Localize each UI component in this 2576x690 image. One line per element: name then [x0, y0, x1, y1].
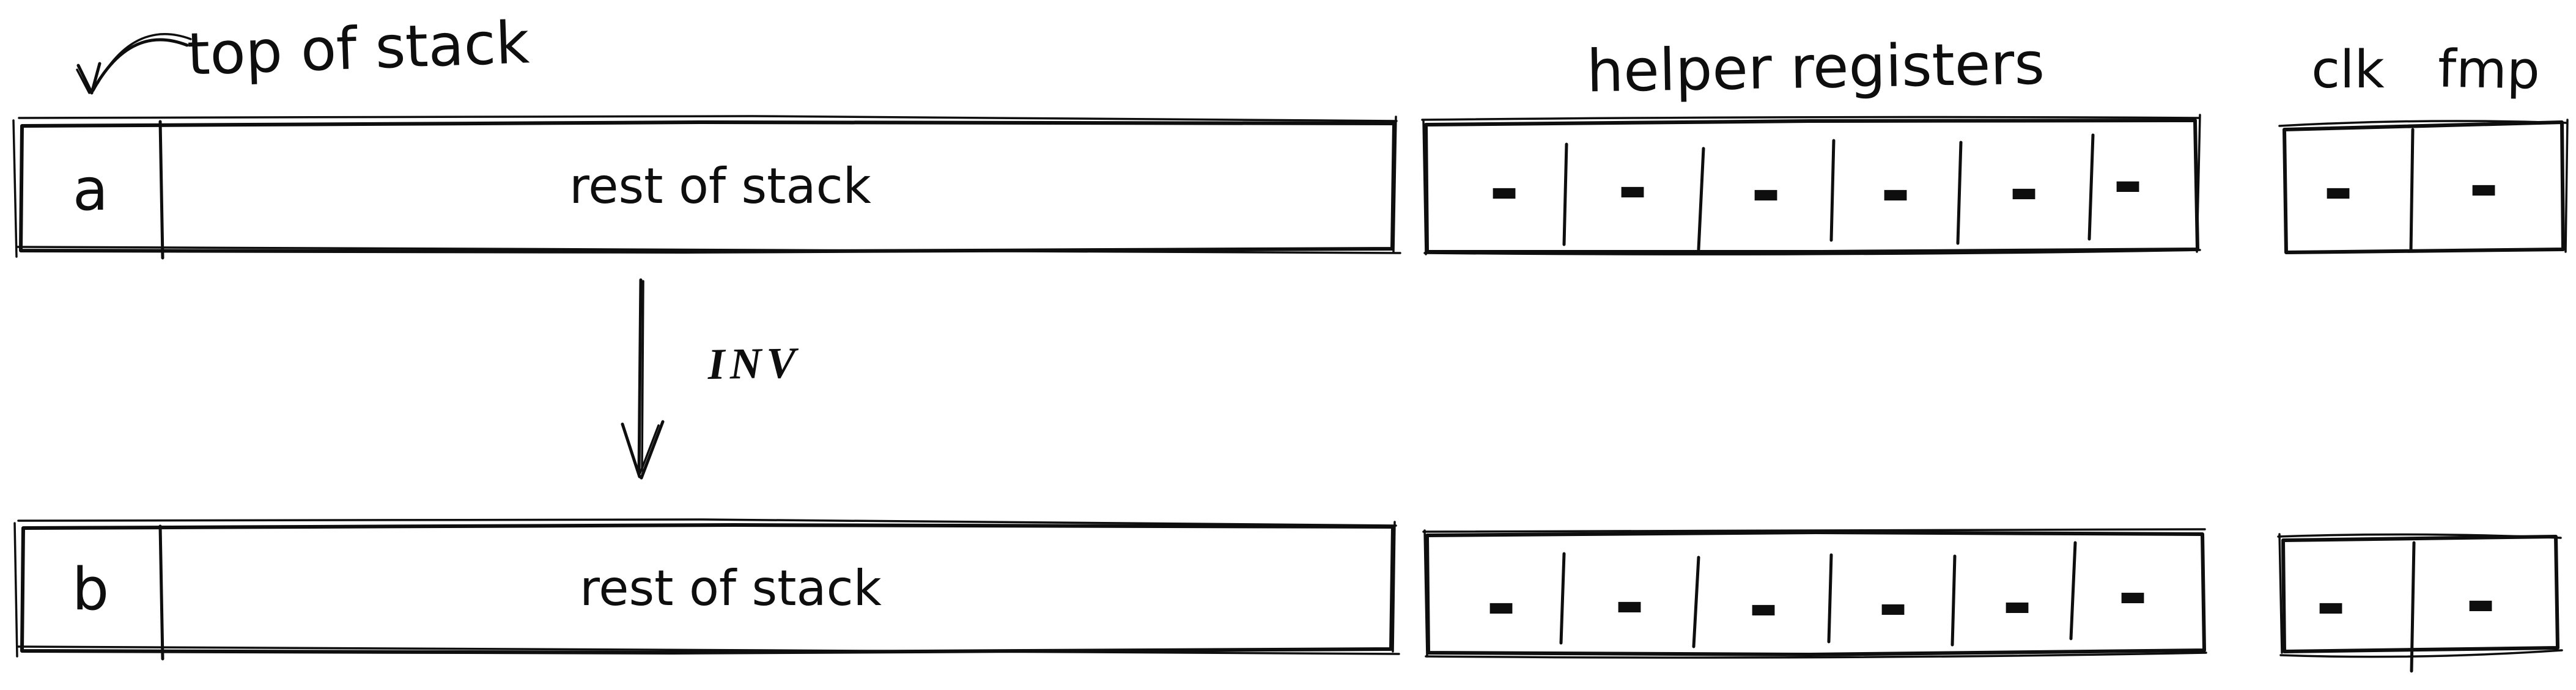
register-value: -	[1614, 561, 1645, 646]
helper-registers-box	[1425, 530, 2206, 656]
clk-fmp-divider	[2410, 541, 2416, 673]
register-value: -	[1489, 147, 1519, 232]
curved-arrow-line	[91, 38, 189, 92]
fmp-value: -	[2468, 144, 2499, 229]
stack-after: b rest of stack	[13, 518, 1400, 661]
column-headers: helper registers clk fmp	[1586, 30, 2541, 105]
register-value: -	[2009, 148, 2039, 233]
clk-fmp-divider	[2409, 128, 2415, 253]
clk-value: -	[2316, 562, 2346, 647]
clk-fmp-box	[2281, 535, 2559, 653]
sketch-line	[2277, 533, 2562, 539]
inv-arrow-sketch-line	[641, 280, 644, 472]
sketch-line	[2278, 533, 2283, 654]
sketch-line	[1422, 528, 2206, 533]
sketch-line	[1392, 521, 1396, 653]
sketch-line	[1423, 529, 1428, 658]
register-value: -	[2113, 141, 2143, 226]
sketch-line	[17, 518, 1397, 527]
sketch-line	[1423, 249, 2201, 255]
sketch-line	[1392, 116, 1397, 253]
sketch-line	[1422, 120, 1427, 255]
rest-of-stack-label: rest of stack	[569, 158, 871, 215]
sketch-line	[18, 115, 1398, 122]
sketch-line	[2279, 649, 2563, 658]
stack-cell-divider	[158, 120, 164, 260]
register-divider	[1950, 554, 1957, 647]
register-divider	[1827, 553, 1833, 644]
register-value: -	[1617, 146, 1648, 231]
sketch-line	[2196, 114, 2201, 253]
fmp-value: -	[2465, 560, 2496, 645]
register-divider	[1829, 139, 1836, 242]
register-divider	[1562, 142, 1568, 246]
helper-registers-box	[1424, 119, 2199, 254]
register-divider	[1559, 552, 1566, 645]
sketch-line	[2278, 120, 2567, 127]
register-value: -	[1486, 562, 1516, 647]
sketch-line	[2564, 119, 2569, 253]
register-value: -	[1751, 149, 1781, 234]
stack-top-value: a	[73, 156, 108, 224]
arrowhead-barb	[76, 64, 94, 95]
fmp-header: fmp	[2437, 39, 2540, 101]
inv-transition: INV	[621, 278, 801, 480]
register-value: -	[1748, 564, 1779, 649]
sketch-line	[17, 645, 1400, 655]
sketch-line	[13, 522, 18, 658]
stack-box	[19, 120, 1396, 254]
register-divider	[1956, 141, 1963, 245]
sketch-line	[12, 119, 18, 258]
top-of-stack-annotation: top of stack	[76, 9, 531, 95]
register-value: -	[2117, 552, 2148, 637]
register-value: -	[1878, 563, 1908, 648]
arrowhead-barb	[90, 62, 101, 95]
register-divider	[2087, 133, 2095, 241]
register-divider	[1692, 556, 1700, 648]
top-of-stack-label: top of stack	[186, 9, 530, 88]
helper-registers-header: helper registers	[1586, 30, 2045, 105]
stack-top-value: b	[72, 556, 109, 623]
sketch-line	[1425, 651, 2207, 659]
helper-registers-after: - - - - - -	[1422, 528, 2207, 659]
sketch-line	[16, 246, 1401, 254]
register-value: -	[2002, 562, 2032, 647]
inv-arrowhead-barb	[621, 422, 641, 479]
rest-of-stack-label: rest of stack	[580, 560, 882, 617]
stack-box	[20, 523, 1395, 655]
helper-registers-before: - - - - - -	[1421, 114, 2201, 255]
inv-arrowhead-barb	[640, 420, 665, 480]
clk-fmp-before: - -	[2278, 119, 2569, 254]
register-value: -	[1880, 149, 1911, 234]
inv-arrowhead-sketch-barb	[639, 424, 660, 474]
stack-cell-divider	[158, 524, 164, 661]
clk-value: -	[2323, 147, 2353, 232]
inv-operation-label: INV	[707, 338, 801, 389]
clk-fmp-box	[2283, 120, 2565, 254]
sketch-line	[1421, 116, 2200, 121]
register-divider	[1697, 147, 1705, 251]
stack-before: a rest of stack	[12, 115, 1401, 260]
register-divider	[2069, 541, 2077, 640]
curved-arrow-sketch-line	[97, 33, 192, 84]
inv-arrow-line	[637, 278, 643, 476]
clk-fmp-after: - -	[2277, 533, 2563, 673]
arrowhead-sketch-barb	[76, 68, 90, 94]
clk-header: clk	[2311, 40, 2385, 100]
